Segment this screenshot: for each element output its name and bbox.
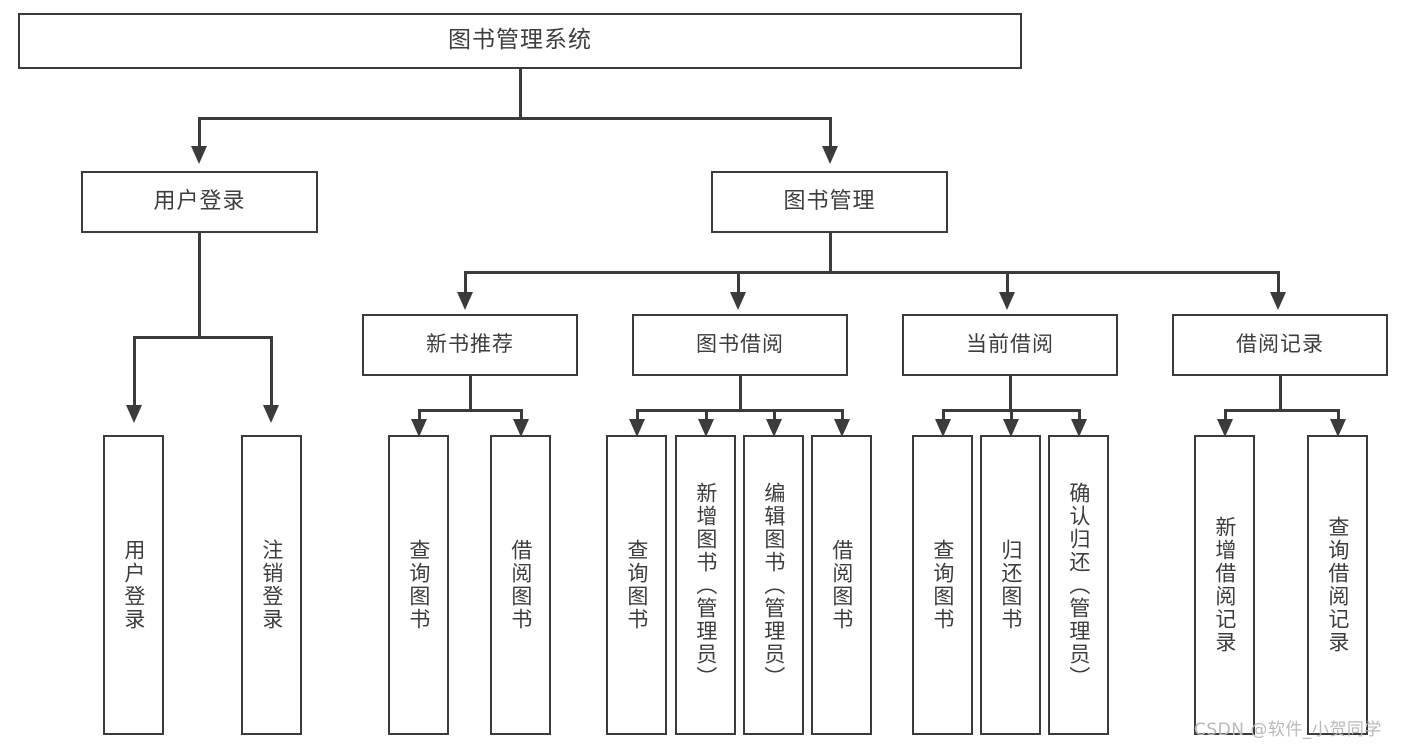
connector-current-borrow-child-2 xyxy=(1010,409,1013,421)
node-user-login[interactable]: 用户登录 xyxy=(81,171,318,233)
connector-borrow-record-stem xyxy=(1279,376,1282,411)
connector-book-manage-stem xyxy=(829,233,832,273)
connector-book-manage-child-2 xyxy=(737,271,740,293)
node-new-book-recommend[interactable]: 新书推荐 xyxy=(362,314,578,376)
connector-borrow-record-child-1 xyxy=(1224,409,1227,421)
node-book-borrow[interactable]: 图书借阅 xyxy=(632,314,848,376)
connector-book-borrow-child-1 xyxy=(636,409,639,421)
connector-root-stem xyxy=(519,69,522,119)
arrow-current-borrow-child-2 xyxy=(1003,419,1019,437)
connector-book-borrow-child-3 xyxy=(773,409,776,421)
arrow-borrow-record-child-1 xyxy=(1217,419,1233,437)
leaf-user-login[interactable]: 用户登录 xyxy=(103,435,164,735)
node-current-borrow[interactable]: 当前借阅 xyxy=(902,314,1118,376)
leaf-logout[interactable]: 注销登录 xyxy=(241,435,302,735)
arrow-book-manage-child-4 xyxy=(1270,292,1286,310)
connector-new-book-bus xyxy=(418,409,523,412)
node-book-management[interactable]: 图书管理 xyxy=(711,171,948,233)
arrow-user-login-child-2 xyxy=(263,405,279,423)
connector-book-borrow-bus xyxy=(636,409,844,412)
node-label: 确认归还（管理员） xyxy=(1066,481,1091,689)
node-label: 当前借阅 xyxy=(966,332,1054,357)
node-label: 注销登录 xyxy=(259,539,284,631)
connector-to-book-manage xyxy=(829,117,832,147)
leaf-borrow-book-recommend[interactable]: 借阅图书 xyxy=(490,435,551,735)
arrow-to-book-manage xyxy=(822,146,838,164)
connector-book-manage-child-4 xyxy=(1277,271,1280,293)
leaf-query-borrow-record[interactable]: 查询借阅记录 xyxy=(1307,435,1368,735)
node-label: 图书借阅 xyxy=(696,332,784,357)
leaf-query-book-recommend[interactable]: 查询图书 xyxy=(388,435,449,735)
node-label: 查询借阅记录 xyxy=(1325,516,1350,654)
node-label: 新增借阅记录 xyxy=(1212,516,1237,654)
connector-book-manage-child-1 xyxy=(464,271,467,293)
connector-new-book-child-2 xyxy=(520,409,523,421)
node-label: 新增图书（管理员） xyxy=(693,481,718,689)
arrow-book-manage-child-1 xyxy=(457,292,473,310)
node-label: 借阅图书 xyxy=(829,539,854,631)
leaf-confirm-return-admin[interactable]: 确认归还（管理员） xyxy=(1048,435,1109,735)
arrow-book-borrow-child-4 xyxy=(834,419,850,437)
connector-current-borrow-child-3 xyxy=(1078,409,1081,421)
node-label: 借阅记录 xyxy=(1236,332,1324,357)
leaf-query-book-current[interactable]: 查询图书 xyxy=(912,435,973,735)
arrow-user-login-child-1 xyxy=(126,405,142,423)
node-label: 查询图书 xyxy=(930,539,955,631)
leaf-borrow-book[interactable]: 借阅图书 xyxy=(811,435,872,735)
watermark-text: CSDN @软件_小贺同学 xyxy=(1194,720,1382,740)
connector-user-login-stem xyxy=(198,233,201,338)
connector-borrow-record-bus xyxy=(1224,409,1340,412)
arrow-current-borrow-child-1 xyxy=(935,419,951,437)
arrow-new-book-child-1 xyxy=(411,419,427,437)
arrow-borrow-record-child-2 xyxy=(1330,419,1346,437)
arrow-book-manage-child-3 xyxy=(999,292,1015,310)
connector-current-borrow-child-1 xyxy=(942,409,945,421)
node-label: 用户登录 xyxy=(121,539,146,631)
connector-borrow-record-child-2 xyxy=(1337,409,1340,421)
connector-current-borrow-stem xyxy=(1009,376,1012,411)
leaf-add-borrow-record[interactable]: 新增借阅记录 xyxy=(1194,435,1255,735)
connector-new-book-stem xyxy=(469,376,472,411)
node-label: 查询图书 xyxy=(624,539,649,631)
node-borrow-record[interactable]: 借阅记录 xyxy=(1172,314,1388,376)
connector-new-book-child-1 xyxy=(418,409,421,421)
arrow-book-borrow-child-2 xyxy=(698,419,714,437)
leaf-add-book-admin[interactable]: 新增图书（管理员） xyxy=(675,435,736,735)
connector-book-manage-bus xyxy=(464,271,1280,274)
connector-book-borrow-child-4 xyxy=(841,409,844,421)
connector-book-manage-child-3 xyxy=(1006,271,1009,293)
leaf-return-book[interactable]: 归还图书 xyxy=(980,435,1041,735)
connector-book-borrow-stem xyxy=(739,376,742,411)
node-label: 用户登录 xyxy=(153,188,246,214)
arrow-new-book-child-2 xyxy=(513,419,529,437)
node-label: 图书管理系统 xyxy=(448,27,592,54)
arrow-book-manage-child-2 xyxy=(730,292,746,310)
connector-user-login-child-2 xyxy=(270,336,273,406)
arrow-book-borrow-child-3 xyxy=(766,419,782,437)
leaf-edit-book-admin[interactable]: 编辑图书（管理员） xyxy=(743,435,804,735)
connector-book-borrow-child-2 xyxy=(705,409,708,421)
arrow-to-user-login xyxy=(191,146,207,164)
connector-user-login-bus xyxy=(133,336,273,339)
arrow-book-borrow-child-1 xyxy=(629,419,645,437)
node-label: 图书管理 xyxy=(783,188,876,214)
node-root-system[interactable]: 图书管理系统 xyxy=(18,13,1022,69)
connector-user-login-child-1 xyxy=(133,336,136,406)
node-label: 归还图书 xyxy=(998,539,1023,631)
connector-to-user-login xyxy=(198,117,201,147)
leaf-query-book-borrow[interactable]: 查询图书 xyxy=(606,435,667,735)
node-label: 编辑图书（管理员） xyxy=(761,481,786,689)
node-label: 查询图书 xyxy=(406,539,431,631)
connector-root-bus xyxy=(198,117,832,120)
node-label: 借阅图书 xyxy=(508,539,533,631)
arrow-current-borrow-child-3 xyxy=(1071,419,1087,437)
node-label: 新书推荐 xyxy=(426,332,514,357)
